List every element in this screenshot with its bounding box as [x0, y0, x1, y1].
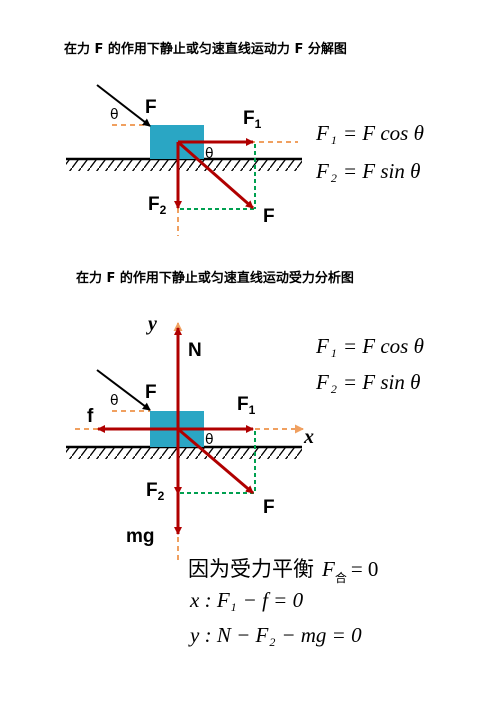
resultant-f-label: F — [263, 206, 275, 227]
mg-label: mg — [126, 526, 155, 547]
theta-top-label: θ — [110, 107, 119, 123]
y-balance-equation: y : N − F2− mg = 0 — [188, 623, 362, 649]
n-label: N — [188, 340, 202, 361]
f2-label: F2 — [146, 480, 165, 503]
theta-top-label: θ — [110, 393, 119, 409]
friction-label: f — [87, 406, 94, 427]
f2-label: F2 — [148, 194, 167, 217]
y-axis-label: y — [146, 313, 157, 335]
theta-inner-label: θ — [205, 432, 214, 448]
diagram1-title: 在力 F 的作用下静止或匀速直线运动力 F 分解图 — [64, 42, 347, 57]
applied-force-arrow — [96, 84, 151, 127]
f-label: F — [145, 97, 157, 118]
ground-hatch — [66, 160, 302, 171]
theta-inner-label: θ — [205, 146, 214, 162]
f1-label: F1 — [237, 394, 256, 417]
resultant-f-arrow — [177, 140, 254, 210]
resultant-f-label: F — [263, 497, 275, 518]
f-label: F — [145, 382, 157, 403]
applied-force-arrow — [96, 369, 151, 411]
resultant-f-arrow — [177, 427, 254, 495]
diagram2-title: 在力 F 的作用下静止或匀速直线运动受力分析图 — [76, 271, 354, 286]
x-axis-label: x — [303, 426, 314, 448]
x-balance-equation: x : F1− f = 0 — [189, 588, 304, 614]
f1-label: F1 — [243, 108, 262, 131]
ground-hatch — [66, 448, 302, 459]
